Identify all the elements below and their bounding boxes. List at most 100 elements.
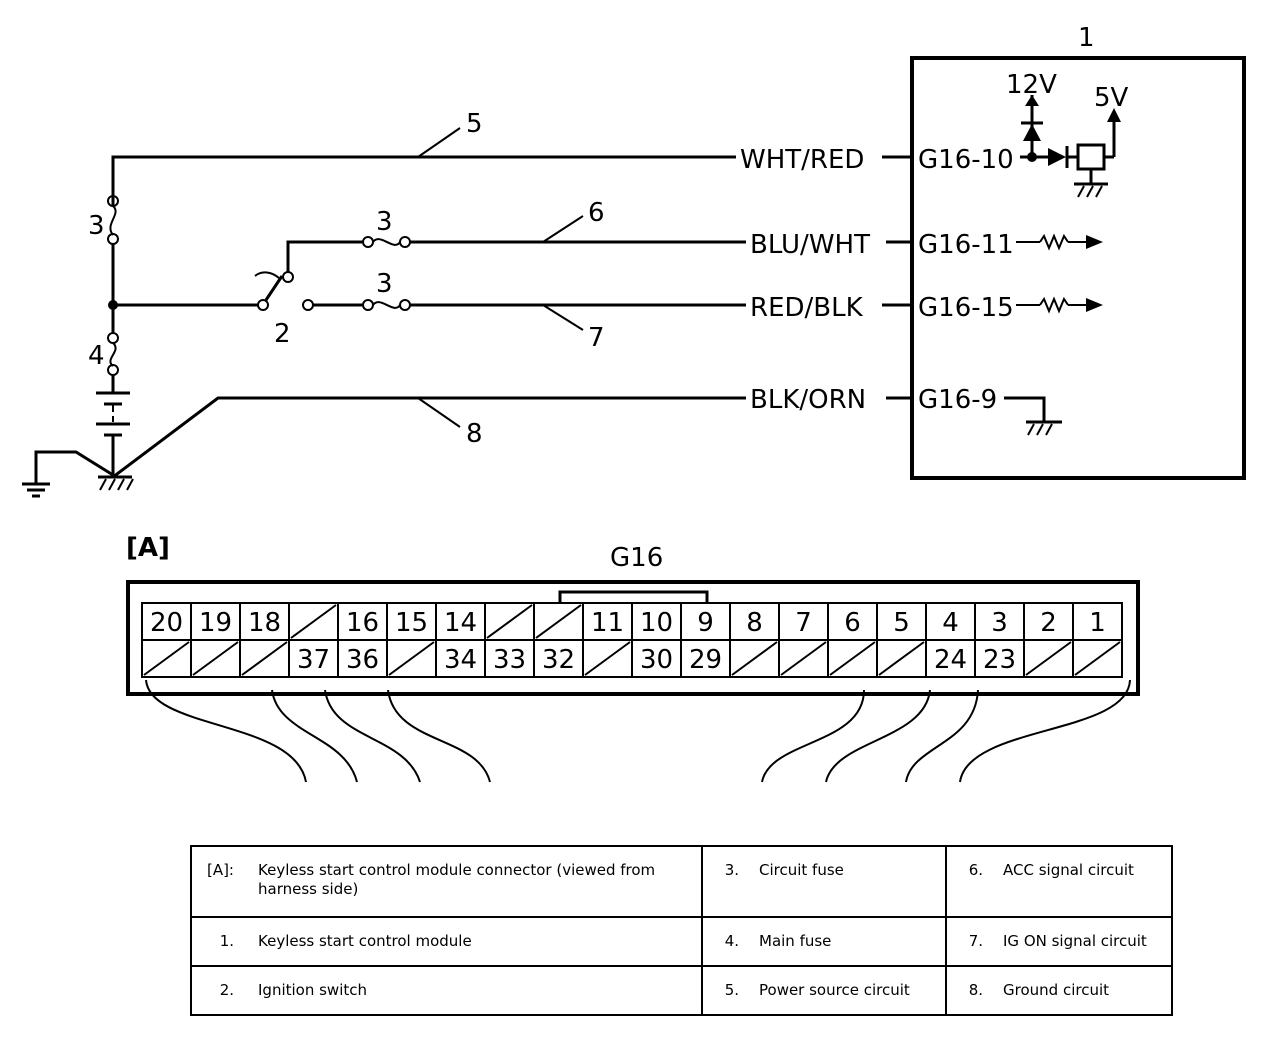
harness-wires [145,679,1131,783]
internal-input-circuit: 5V [1020,83,1129,198]
connector-pin-number: 29 [689,645,722,675]
connector-pin-number: 9 [697,608,714,638]
connector-pin-number: 14 [444,608,477,638]
connector-view-label: [A] [126,533,170,563]
legend-key: 2. [219,981,234,1000]
connector-pin-number: 33 [493,645,526,675]
control-module-box [910,56,1246,480]
connector-pin-number: 3 [991,608,1008,638]
legend-text: Keyless start control module [258,932,472,951]
wire-color-blk-orn: BLK/ORN [750,385,866,415]
legend-text: IG ON signal circuit [1003,932,1147,951]
legend-key: 6. [968,861,983,879]
wire-color-wht-red: WHT/RED [740,145,864,175]
legend-cell: 2. Ignition switch [190,965,703,1016]
main-fuse [107,305,119,392]
legend-cell: 7. IG ON signal circuit [945,916,1173,968]
terminal-g16-9: G16-9 [918,385,997,415]
callout-7: 7 [588,323,605,353]
legend-cell: 6. ACC signal circuit [945,844,1173,919]
legend-table: [A]:Keyless start control module connect… [190,844,1173,1016]
connector-pin-number: 5 [893,608,910,638]
legend-key: 3. [724,861,739,879]
connector-pin-number: 23 [983,645,1016,675]
empty-cavity-slash [1074,641,1121,676]
callout-3-acc: 3 [376,207,393,237]
callout-6: 6 [588,198,605,228]
legend-cell: 4.Main fuse [701,916,947,968]
ig-on-signal-wire [313,299,914,331]
terminal-g16-10: G16-10 [918,145,1014,175]
legend-cell: 3. Circuit fuse [701,844,947,919]
connector-pin-number: 34 [444,645,477,675]
resistor-arrow-ig [1016,296,1103,314]
legend-key: 5. [724,981,739,1000]
empty-cavity-slash [829,641,876,676]
empty-cavity-slash [143,641,190,676]
legend-text: Ignition switch [258,981,368,1000]
legend-key: 7. [968,932,983,951]
empty-cavity-slash [780,641,827,676]
ground-wire [112,396,1062,479]
power-source-wire [111,127,914,205]
empty-cavity-slash [486,604,533,639]
legend-cell: [A]:Keyless start control module connect… [190,844,703,919]
callout-4: 4 [88,341,105,371]
empty-cavity-slash [1025,641,1072,676]
module-number-label: 1 [1078,23,1095,53]
empty-cavity-slash [290,604,337,639]
voltage-12v-label: 12V [1006,70,1057,100]
callout-8: 8 [466,419,483,449]
legend-key: 1. [219,932,234,951]
legend-text: ACC signal circuit [1003,861,1134,879]
legend-row: 1. Keyless start control module 4.Main fu… [190,916,1173,968]
connector-pin-number: 15 [395,608,428,638]
legend-cell: 8. Ground circuit [945,965,1173,1016]
connector-housing [126,580,1140,696]
connector-pin-number: 19 [199,608,232,638]
circuit-fuse-left [107,195,119,305]
connector-pin-number: 24 [934,645,967,675]
connector-pin-number: 4 [942,608,959,638]
callout-3-left: 3 [88,211,105,241]
voltage-5v-label: 5V [1094,83,1129,113]
legend-key: [A]: [206,861,234,879]
resistor-arrow-acc [1016,233,1103,251]
connector-pin-number: 36 [346,645,379,675]
connector-pin-number: 8 [746,608,763,638]
legend-cell: 5. Power source circuit [701,965,947,1016]
terminal-g16-15: G16-15 [918,293,1014,323]
callout-5: 5 [466,109,483,139]
legend-key: 8. [968,981,983,1000]
legend-key: 4. [724,932,739,951]
connector-pin-number: 2 [1040,608,1057,638]
legend-row: 2. Ignition switch 5. Power source circuit… [190,965,1173,1016]
connector-pin-number: 30 [640,645,673,675]
connector-pin-number: 11 [591,608,624,638]
connector-pin-number: 37 [297,645,330,675]
empty-cavity-slash [388,641,435,676]
empty-cavity-slash [535,604,582,639]
chassis-ground-symbol [22,450,134,498]
connector-name-label: G16 [610,543,663,573]
connector-pin-number: 7 [795,608,812,638]
acc-signal-wire [286,215,914,272]
legend-text: Ground circuit [1003,981,1109,1000]
connector-pin-number: 6 [844,608,861,638]
empty-cavity-slash [584,641,631,676]
callout-3-ig: 3 [376,269,393,299]
legend-text: Circuit fuse [759,861,844,879]
callout-2: 2 [274,319,291,349]
connector-empty-cavity [1072,639,1123,678]
connector-pin-number: 10 [640,608,673,638]
internal-12v-supply: 12V [1006,70,1057,157]
connector-pin-number: 18 [248,608,281,638]
wire-color-blu-wht: BLU/WHT [750,230,870,260]
connector-pin-number: 20 [150,608,183,638]
legend-text: Power source circuit [759,981,910,1000]
empty-cavity-slash [192,641,239,676]
connector-pin-number: 16 [346,608,379,638]
wire-color-red-blk: RED/BLK [750,293,864,323]
connector-pin-number: 32 [542,645,575,675]
empty-cavity-slash [878,641,925,676]
